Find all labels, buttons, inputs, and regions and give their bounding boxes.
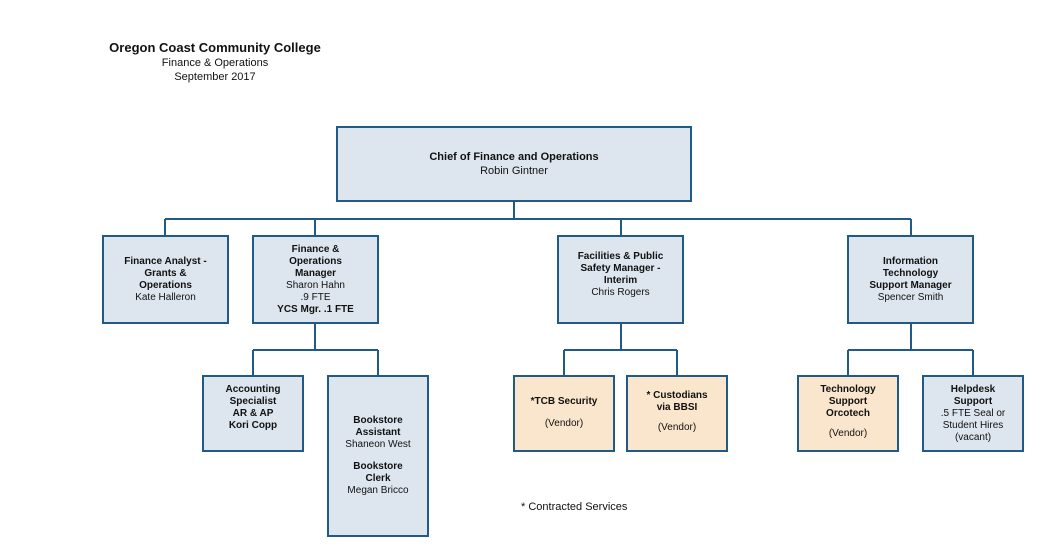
- accounting-title-3: AR & AP: [232, 408, 274, 419]
- helpdesk-line-4: Student Hires: [942, 420, 1004, 431]
- chief-box: Chief of Finance and Operations Robin Gi…: [336, 126, 692, 202]
- chief-title: Chief of Finance and Operations: [429, 151, 599, 163]
- helpdesk-line-3: .5 FTE Seal or: [940, 408, 1006, 419]
- bookstore-clerk-name: Megan Bricco: [347, 485, 409, 496]
- custodians-title-1: * Custodians: [646, 390, 708, 401]
- bookstore-clerk-title-1: Bookstore: [353, 461, 403, 472]
- accounting-title-1: Accounting: [225, 384, 281, 395]
- accounting-title-2: Specialist: [229, 396, 277, 407]
- fo-manager-title-2: Operations: [289, 255, 342, 267]
- tech-support-vendor: (Vendor): [828, 428, 868, 439]
- fo-manager-fte: .9 FTE: [300, 291, 331, 303]
- finance-analyst-box: Finance Analyst - Grants & Operations Ka…: [102, 235, 229, 324]
- it-manager-title-1: Information: [883, 255, 938, 267]
- finance-analyst-title-3: Operations: [139, 279, 192, 291]
- tech-support-box: Technology Support Orcotech (Vendor): [797, 375, 899, 452]
- fo-manager-title-1: Finance &: [291, 243, 340, 255]
- fo-manager-box: Finance & Operations Manager Sharon Hahn…: [252, 235, 379, 324]
- facilities-box: Facilities & Public Safety Manager - Int…: [557, 235, 684, 324]
- finance-analyst-title-2: Grants &: [144, 267, 187, 279]
- facilities-title-3: Interim: [603, 275, 638, 286]
- tcb-security-vendor: (Vendor): [544, 418, 584, 429]
- custodians-box: * Custodians via BBSI (Vendor): [626, 375, 728, 452]
- helpdesk-line-5: (vacant): [954, 432, 992, 443]
- fo-manager-ycs: YCS Mgr. .1 FTE: [277, 303, 354, 315]
- accounting-box: Accounting Specialist AR & AP Kori Copp: [202, 375, 304, 452]
- fo-manager-name: Sharon Hahn: [286, 279, 345, 291]
- helpdesk-title-1: Helpdesk: [950, 384, 996, 395]
- helpdesk-box: Helpdesk Support .5 FTE Seal or Student …: [922, 375, 1024, 452]
- finance-analyst-name: Kate Halleron: [135, 291, 196, 303]
- contracted-services-note: * Contracted Services: [521, 501, 628, 513]
- tcb-security-box: *TCB Security (Vendor): [513, 375, 615, 452]
- org-date: September 2017: [174, 71, 256, 83]
- it-manager-title-2: Technology: [882, 267, 939, 279]
- finance-analyst-title-1: Finance Analyst -: [124, 255, 207, 267]
- facilities-name: Chris Rogers: [591, 287, 650, 298]
- helpdesk-title-2: Support: [953, 396, 993, 407]
- bookstore-assistant-title-2: Assistant: [355, 427, 401, 438]
- org-header: Oregon Coast Community College Finance &…: [100, 40, 330, 84]
- facilities-title-2: Safety Manager -: [580, 263, 661, 274]
- org-subtitle: Finance & Operations: [161, 57, 269, 69]
- org-title: Oregon Coast Community College: [109, 40, 321, 55]
- bookstore-box: Bookstore Assistant Shaneon West Booksto…: [327, 375, 429, 537]
- accounting-name: Kori Copp: [228, 420, 278, 431]
- fo-manager-title-3: Manager: [294, 267, 337, 279]
- custodians-title-2: via BBSI: [656, 402, 698, 413]
- it-manager-box: Information Technology Support Manager S…: [847, 235, 974, 324]
- bookstore-assistant-title-1: Bookstore: [353, 415, 403, 426]
- it-manager-title-3: Support Manager: [869, 279, 952, 291]
- tech-support-title-3: Orcotech: [826, 408, 870, 419]
- bookstore-clerk-title-2: Clerk: [365, 473, 391, 484]
- it-manager-name: Spencer Smith: [877, 291, 944, 303]
- chief-name: Robin Gintner: [480, 165, 548, 177]
- tcb-security-title: *TCB Security: [530, 396, 598, 407]
- bookstore-assistant-name: Shaneon West: [345, 439, 411, 450]
- facilities-title-1: Facilities & Public: [577, 251, 664, 262]
- tech-support-title-2: Support: [828, 396, 868, 407]
- custodians-vendor: (Vendor): [657, 422, 697, 433]
- tech-support-title-1: Technology: [820, 384, 876, 395]
